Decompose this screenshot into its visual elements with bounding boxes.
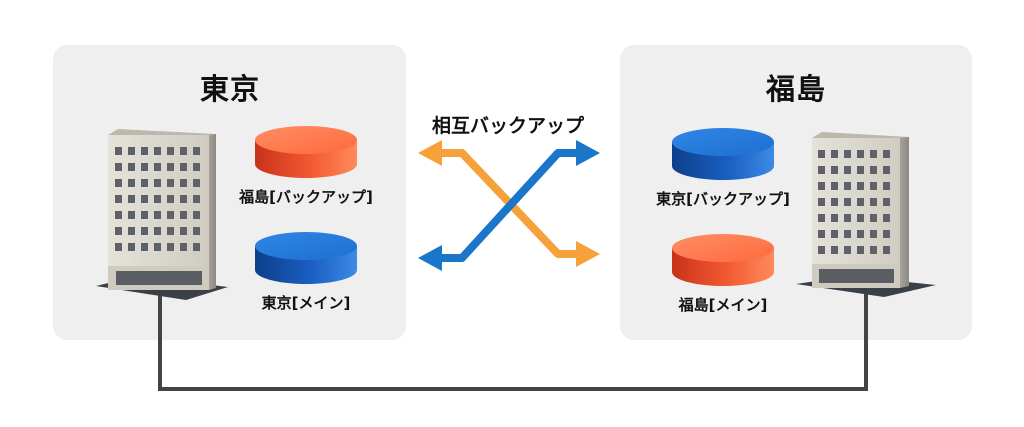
orange-arrowhead-left — [418, 140, 442, 166]
fukushima-building-icon — [796, 132, 936, 297]
tokyo-backup-database-icon — [255, 126, 357, 178]
tokyo-main-database-icon — [255, 232, 357, 284]
fukushima-site-title: 福島 — [765, 72, 826, 106]
tokyo-building-icon — [96, 129, 228, 300]
fukushima-backup-db-label: 東京[バックアップ] — [656, 190, 790, 208]
tokyo-backup-db-label: 福島[バックアップ] — [239, 188, 373, 206]
tokyo-site-title: 東京 — [199, 72, 260, 106]
fukushima-site-panel — [620, 45, 972, 340]
mutual-backup-arrows — [418, 140, 600, 271]
fukushima-main-database-icon — [672, 234, 774, 286]
inter-site-link-line — [158, 290, 868, 391]
tokyo-main-db-label: 東京[メイン] — [261, 294, 351, 312]
fukushima-main-db-label: 福島[メイン] — [678, 296, 768, 314]
mutual-backup-label: 相互バックアップ — [431, 115, 584, 137]
blue-arrowhead-left — [418, 245, 442, 271]
blue-arrow — [440, 149, 582, 262]
orange-arrowhead-right — [576, 241, 600, 267]
fukushima-backup-database-icon — [672, 128, 774, 180]
blue-arrowhead-right — [576, 140, 600, 166]
